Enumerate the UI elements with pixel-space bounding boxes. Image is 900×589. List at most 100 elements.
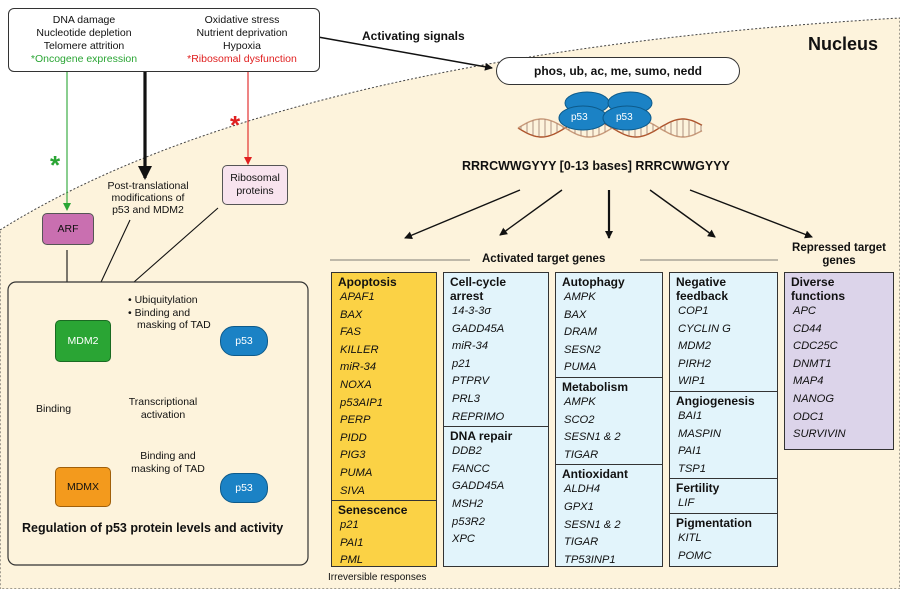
gene-section-title: Negative [676, 275, 727, 289]
gene-section-title: Cell-cycle [450, 275, 507, 289]
stress-item: Oxidative stress [204, 14, 280, 26]
arf-node: ARF [42, 213, 94, 245]
ribosomal-line: Ribosomal [230, 172, 280, 184]
gene-name: APC [793, 305, 817, 317]
gene-section-title: DNA repair [450, 429, 513, 444]
regulation-title: Regulation of p53 protein levels and act… [22, 521, 284, 535]
ta-line: Transcriptional [128, 396, 198, 408]
gene-section-title: Apoptosis [338, 275, 397, 289]
gene-section-title: Metabolism [562, 379, 629, 394]
gene-name: BAX [340, 308, 363, 321]
gene-name: CYCLIN G [678, 322, 731, 335]
arrow-activating-signals [317, 36, 493, 71]
stress-item: Hypoxia [223, 40, 261, 52]
gene-name: CD44 [793, 322, 822, 335]
gene-section-title: feedback [676, 289, 729, 303]
nucleus-label: Nucleus [808, 34, 879, 54]
gene-name: SCO2 [564, 413, 595, 426]
p53-label-right: p53 [616, 112, 633, 123]
gene-name: MDM2 [678, 340, 711, 353]
gene-name: TP53INP1 [564, 553, 616, 566]
gene-name: CDC25C [793, 340, 838, 353]
ta-line: activation [140, 408, 186, 421]
stress-left-column: DNA damage Nucleotide depletion Telomere… [9, 14, 159, 66]
gene-name: ODC1 [793, 410, 825, 423]
gene-section-title: arrest [450, 289, 484, 303]
mdmx-action-label: Binding and masking of TAD [118, 450, 218, 475]
gene-name: p53R2 [452, 515, 485, 528]
gene-name: MSH2 [452, 497, 484, 510]
gene-name: PRL3 [452, 392, 480, 405]
modifications-pill: phos, ub, ac, me, sumo, nedd [496, 57, 740, 85]
p53-node-top: p53 [220, 326, 268, 356]
gene-name: APAF1 [340, 291, 375, 303]
mdm2-action: • Ubiquitylation [128, 294, 198, 306]
gene-name: KILLER [340, 343, 379, 356]
gene-name: MAP4 [793, 375, 824, 388]
gene-name: FANCC [452, 462, 490, 475]
gene-name: XPC [452, 533, 476, 546]
p53-node-bottom: p53 [220, 473, 268, 503]
transcriptional-activation-label: Transcriptional activation [108, 396, 218, 421]
ptm-label: Post-translational modifications of p53 … [93, 180, 203, 216]
gene-name: PAI1 [340, 536, 364, 549]
mdm2-node: MDM2 [55, 320, 111, 362]
gene-section-title: Diverse [791, 275, 835, 289]
stress-right-column: Oxidative stress Nutrient deprivation Hy… [167, 14, 317, 66]
gene-section-title: Senescence [338, 503, 408, 518]
p53-label-left: p53 [571, 112, 588, 123]
gene-name: COP1 [678, 305, 709, 317]
gene-name: REPRIMO [452, 410, 505, 423]
repressed-label-line: genes [822, 255, 856, 267]
gene-section-title: Angiogenesis [676, 393, 755, 408]
gene-name: PIG3 [340, 449, 366, 462]
gene-name: NANOG [793, 392, 835, 405]
stress-item: Nucleotide depletion [36, 27, 132, 39]
gene-name: p21 [452, 357, 471, 370]
gene-name: DRAM [564, 326, 597, 339]
gene-name: GADD45A [452, 322, 505, 335]
gene-name: PUMA [564, 361, 597, 374]
ribosomal-line: proteins [236, 185, 274, 197]
activated-genes-label: Activated target genes [482, 253, 606, 265]
mdm2-actions: • Ubiquitylation • Binding and masking o… [128, 294, 211, 332]
gene-name: AMPK [564, 291, 596, 303]
gene-name: FAS [340, 326, 361, 339]
gene-name: PIDD [340, 431, 367, 444]
stress-item: DNA damage [52, 14, 116, 26]
gene-name: p53AIP1 [340, 396, 383, 409]
gene-name: PAI1 [678, 445, 702, 458]
ptm-line: Post-translational [107, 180, 189, 192]
gene-name: DDB2 [452, 445, 482, 458]
gene-name: BAX [564, 308, 587, 321]
gene-name: SESN1 & 2 [564, 431, 621, 444]
gene-name: LIF [678, 497, 695, 510]
gene-name: SESN1 & 2 [564, 518, 621, 531]
stress-item: Nutrient deprivation [196, 27, 288, 39]
binding-label: Binding [36, 403, 72, 415]
gene-name: TIGAR [564, 536, 599, 549]
red-asterisk: * [230, 110, 241, 140]
gene-section-title: Pigmentation [676, 515, 753, 530]
gene-name: SESN2 [564, 343, 601, 356]
gene-name: MASPIN [678, 427, 721, 440]
gene-name: TSP1 [678, 462, 706, 475]
target-arrows [404, 189, 813, 239]
mdmx-action-line: masking of TAD [131, 462, 205, 475]
gene-name: KITL [678, 531, 702, 544]
gene-name: 14-3-3σ [452, 305, 492, 317]
